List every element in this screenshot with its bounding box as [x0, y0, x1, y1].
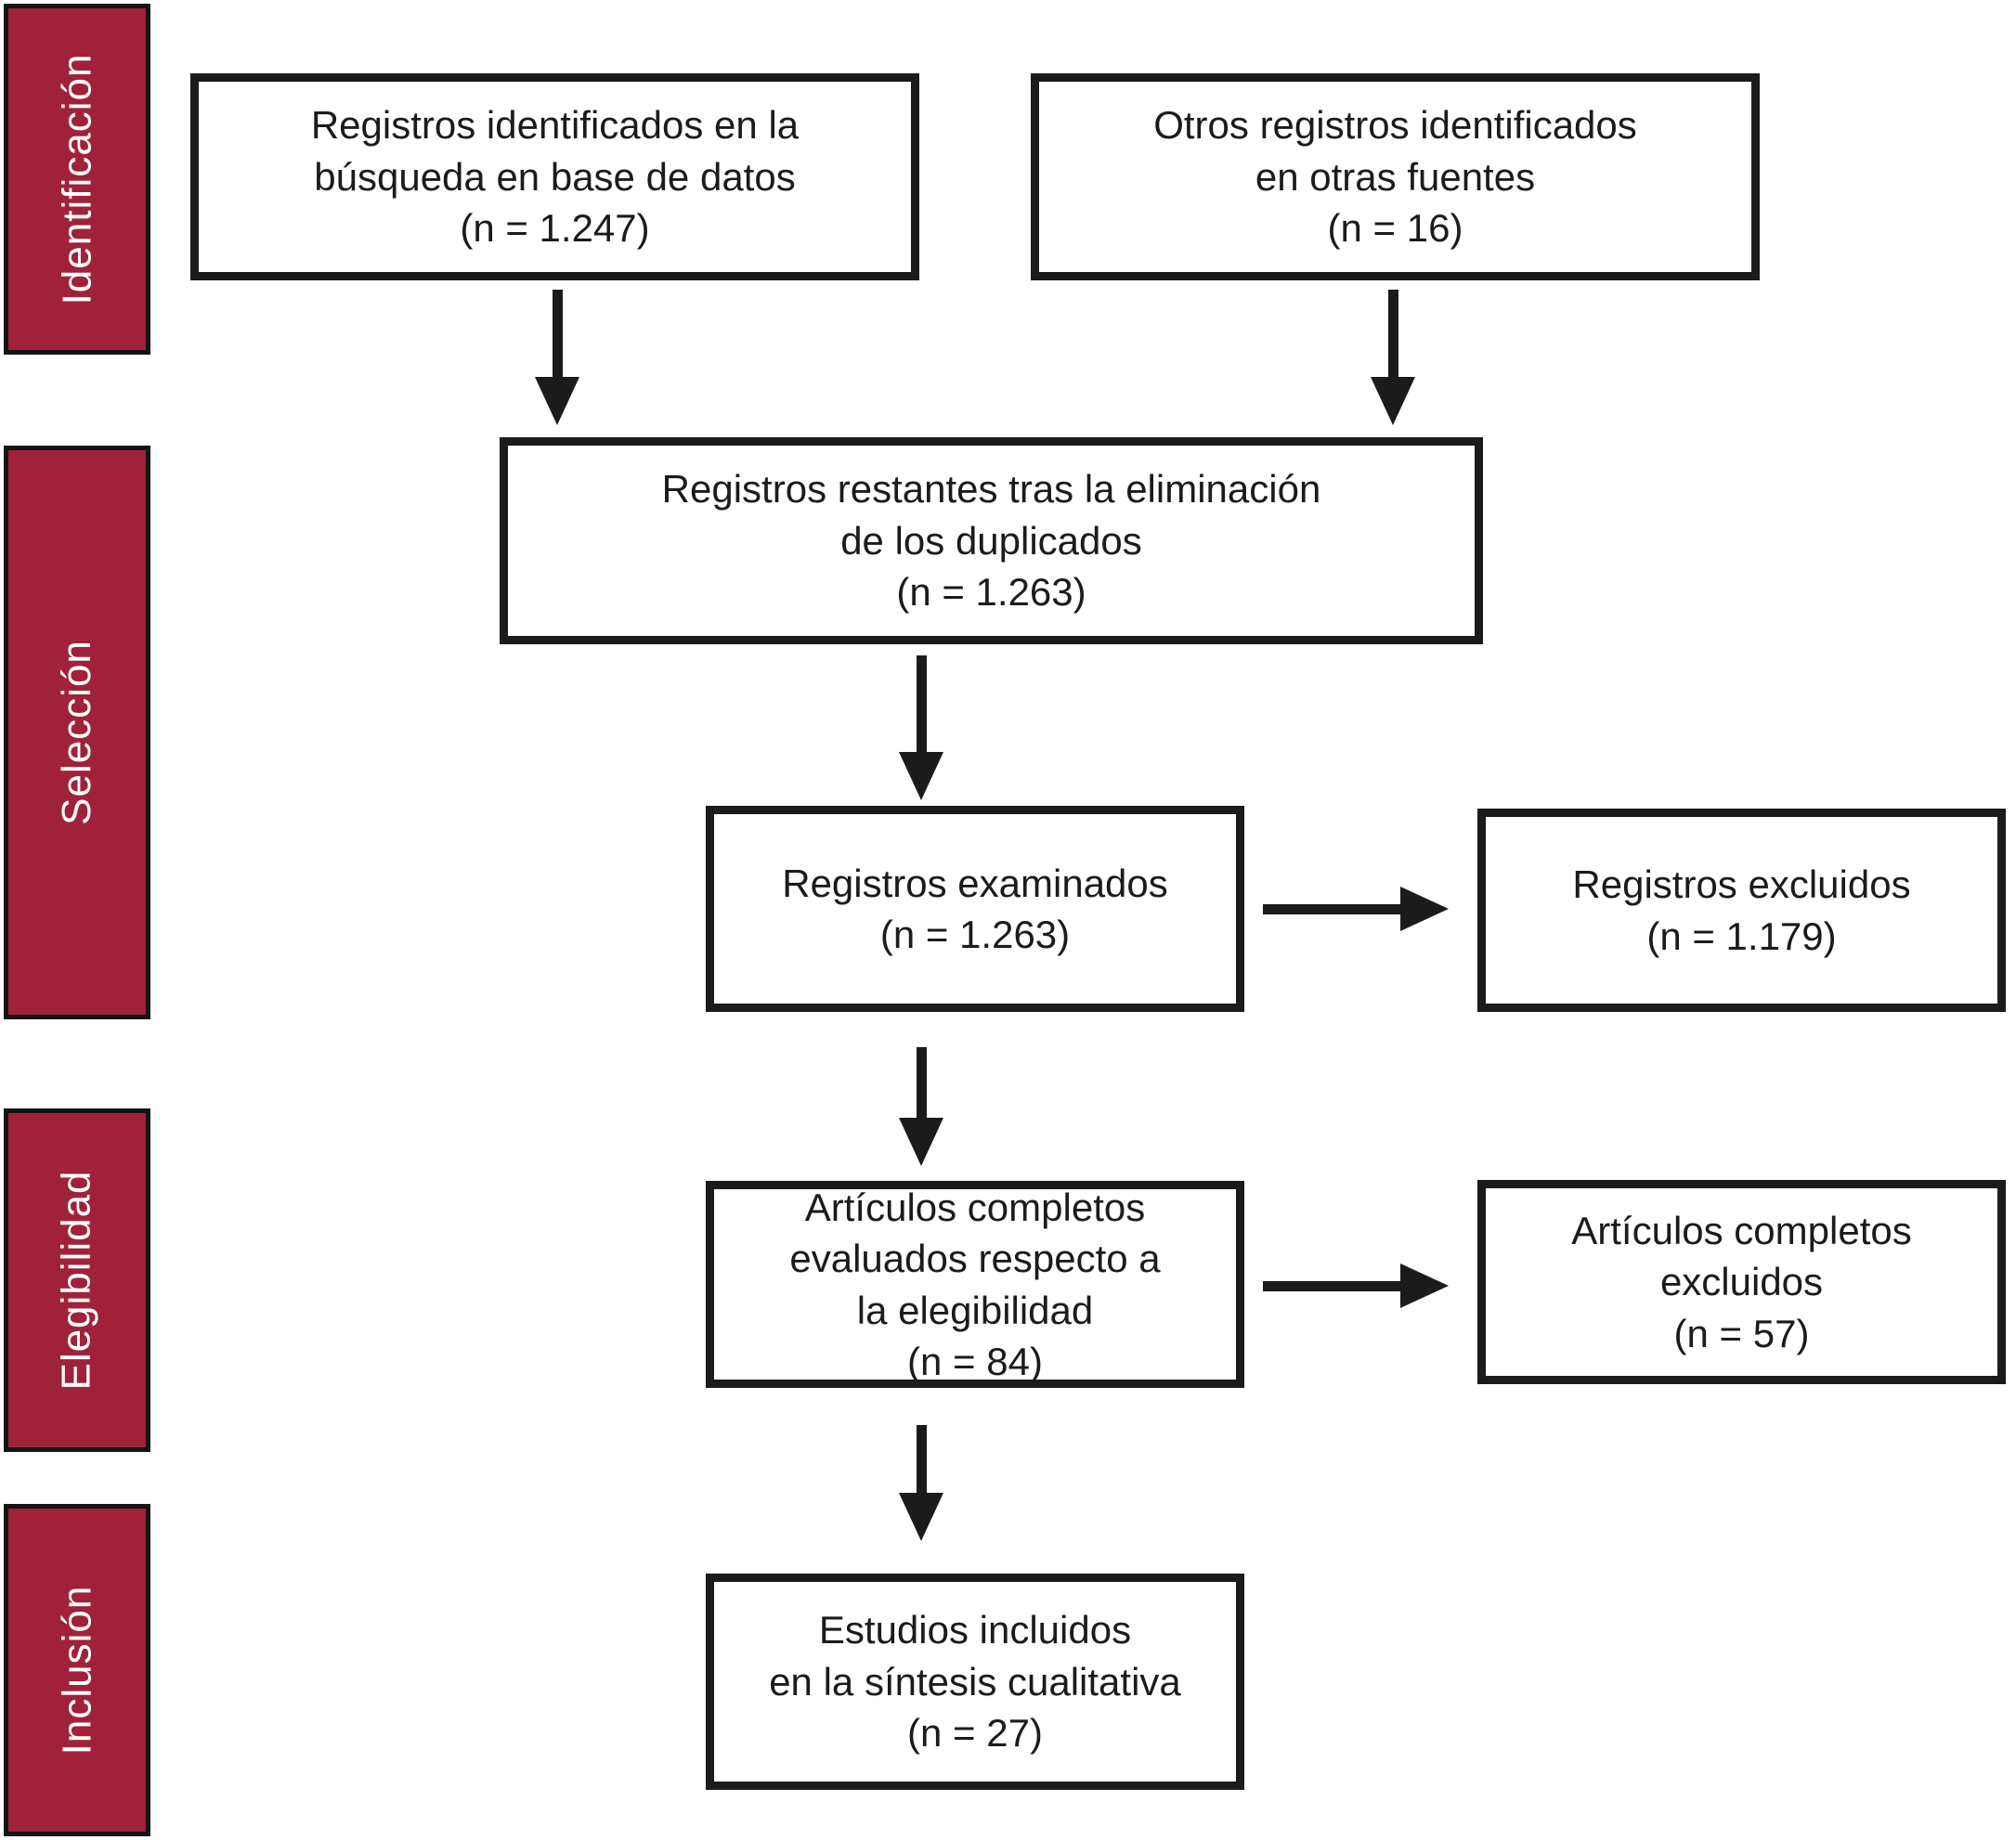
arrow-down-icon: [1371, 290, 1415, 425]
stage-label-inclusion: Inclusión: [54, 1585, 100, 1756]
arrow-shaft: [916, 1425, 927, 1493]
box-after-duplicates-removed: Registros restantes tras la eliminación …: [500, 437, 1483, 644]
arrow-head: [899, 1493, 943, 1541]
stage-label-seleccion: Selección: [54, 640, 99, 825]
box-included-qualitative-synthesis: Estudios incluidos en la síntesis cualit…: [706, 1574, 1244, 1790]
box-identified-other-sources: Otros registros identificados en otras f…: [1031, 73, 1760, 280]
arrow-shaft: [1263, 1280, 1400, 1291]
stage-label-identificacion: Identificación: [54, 53, 100, 305]
arrow-shaft: [552, 290, 563, 377]
arrow-shaft: [916, 655, 927, 752]
stage-label-elegibilidad: Elegibilidad: [54, 1170, 99, 1391]
arrow-shaft: [1387, 290, 1398, 377]
stage-band-elegibilidad: Elegibilidad: [4, 1108, 150, 1452]
stage-band-identificacion: Identificación: [4, 4, 150, 355]
box-identified-database: Registros identificados en la búsqueda e…: [190, 73, 919, 280]
arrow-right-icon: [1263, 1263, 1449, 1308]
stage-band-seleccion: Selección: [4, 446, 150, 1019]
arrow-down-icon: [899, 1047, 943, 1166]
arrow-shaft: [916, 1047, 927, 1118]
arrow-down-icon: [899, 655, 943, 800]
box-fulltext-excluded: Artículos completos excluidos (n = 57): [1477, 1180, 2006, 1384]
arrow-shaft: [1263, 903, 1400, 914]
arrow-head: [1371, 377, 1415, 425]
arrow-down-icon: [535, 290, 579, 425]
arrow-down-icon: [899, 1425, 943, 1541]
arrow-head: [1400, 1263, 1449, 1308]
stage-band-inclusion: Inclusión: [4, 1504, 150, 1836]
arrow-right-icon: [1263, 887, 1449, 931]
box-fulltext-assessed: Artículos completos evaluados respecto a…: [706, 1181, 1244, 1388]
arrow-head: [535, 377, 579, 425]
arrow-head: [899, 752, 943, 800]
arrow-head: [899, 1118, 943, 1166]
arrow-head: [1400, 887, 1449, 931]
box-records-screened: Registros examinados (n = 1.263): [706, 806, 1244, 1012]
box-records-excluded: Registros excluidos (n = 1.179): [1477, 809, 2006, 1012]
